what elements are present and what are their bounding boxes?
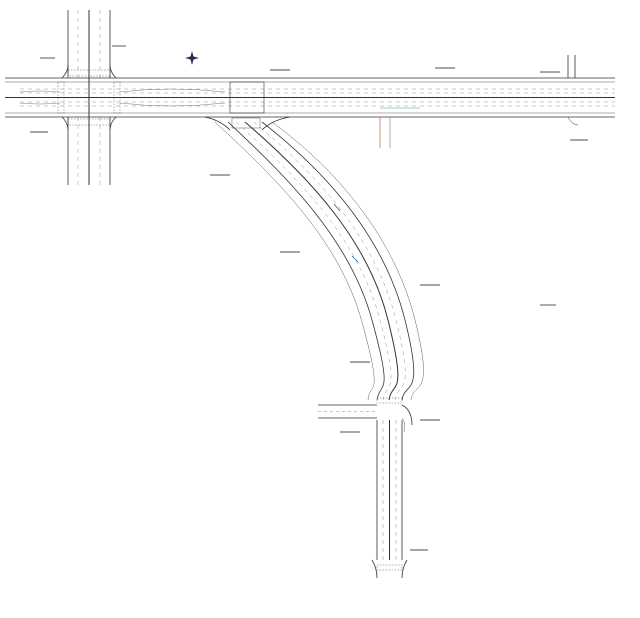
median-taper-b — [119, 102, 226, 107]
section-marker-2 — [351, 255, 359, 263]
south-end-curb-east — [401, 559, 408, 579]
crosswalk-south-end — [376, 564, 403, 571]
junction-island — [231, 117, 261, 129]
main-east-west-road — [5, 77, 615, 118]
curb-corner-sw — [61, 116, 69, 131]
junction-curb-west — [204, 116, 231, 131]
junction-curb-east — [261, 116, 291, 131]
curve-edge-west — [227, 121, 385, 401]
crosswalk-north — [67, 69, 111, 77]
crosswalk-south — [67, 118, 111, 126]
south-road — [371, 420, 408, 579]
south-curb-east — [401, 404, 413, 426]
curve-centerline — [244, 121, 399, 401]
east-side-road — [567, 55, 579, 126]
curve-sidewalk-east — [271, 121, 424, 401]
median-detail-west — [19, 88, 226, 107]
curve-sidewalk-west — [214, 121, 375, 401]
median-taper-a — [119, 88, 226, 93]
west-north-south-road — [57, 10, 121, 185]
south-intersection — [318, 397, 413, 433]
curve-edge-east — [261, 121, 415, 401]
east-curb-south — [567, 116, 579, 126]
crosswalk-south-junction — [376, 397, 403, 404]
compass-star-icon — [185, 51, 199, 65]
curb-corner-se — [109, 116, 117, 131]
curved-connector-road — [214, 121, 424, 401]
curb-corner-ne — [109, 64, 117, 79]
section-marker-1 — [333, 203, 341, 212]
curb-corner-nw — [61, 64, 69, 79]
crosswalk-east — [113, 81, 121, 114]
central-junction — [204, 81, 291, 131]
section-markers — [333, 203, 359, 263]
south-side-access — [379, 107, 420, 148]
crosswalk-west — [57, 81, 65, 114]
junction-box — [229, 81, 265, 114]
annotation-marks — [30, 45, 588, 551]
south-end-curb-west — [371, 559, 378, 579]
